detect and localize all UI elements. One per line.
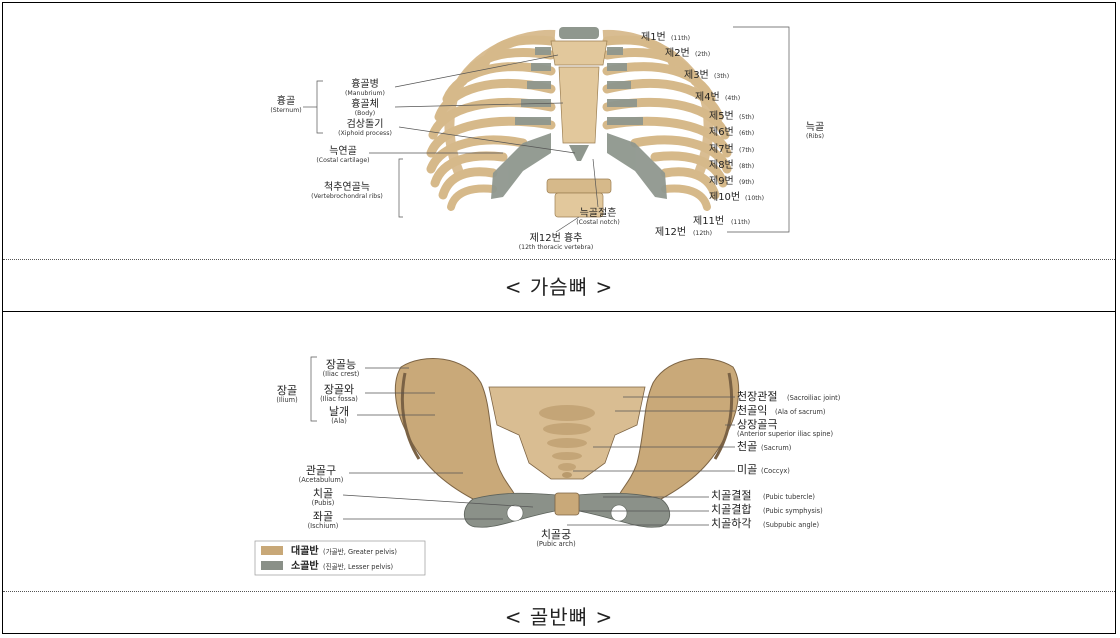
vertebrochondral-bracket (399, 159, 403, 217)
ala-sacrum-label-en: (Ala of sacrum) (775, 408, 826, 416)
manubrium-label: 흉골병 (351, 77, 379, 90)
rib-8-label: 제8번 (709, 159, 734, 171)
legend-swatch-greater (261, 546, 283, 555)
rib-4-en: (4th) (725, 95, 740, 102)
xiphoid-label: 검상돌기 (347, 118, 384, 130)
sacrum-label: 천골 (737, 439, 757, 453)
sacroiliac-label: 천장관절 (737, 389, 777, 403)
costal-notch-label: 늑골절흔 (580, 206, 617, 219)
ischium-label-en: (Ischium) (308, 522, 339, 530)
figure2-caption: < 골반뼈 > (3, 601, 1115, 630)
rib-4-label: 제4번 (695, 91, 720, 103)
legend-greater-en: (가골반, Greater pelvis) (323, 547, 397, 556)
sternum-label-en: (Sternum) (270, 107, 301, 114)
divider (3, 591, 1115, 592)
ilium-label-en: (Ilium) (276, 396, 297, 404)
pubic-arch-label-en: (Pubic arch) (536, 540, 575, 548)
asis-label-en: (Anterior superior iliac spine) (737, 430, 833, 438)
pubic-tubercle-label: 치골결절 (711, 489, 751, 502)
legend-swatch-lesser (261, 561, 283, 570)
manubrium-label-en: (Manubrium) (345, 90, 385, 97)
figure1-caption: < 가슴뼈 > (3, 271, 1115, 300)
ala-sacrum-label: 천골익 (737, 403, 767, 417)
rib-12-en: (12th) (693, 230, 712, 237)
rib-9-label: 제9번 (709, 175, 734, 187)
pubic-symphysis-label: 치골결합 (711, 503, 751, 516)
row-separator (3, 311, 1115, 312)
iliac-fossa-label-en: (Iliac fossa) (320, 395, 358, 403)
rib-1-en: (11th) (671, 35, 690, 42)
legend: 대골반 (가골반, Greater pelvis) 소골반 (진골반, Less… (255, 541, 425, 575)
ala-label-en: (Ala) (331, 417, 347, 425)
rib-7-label: 제7번 (709, 143, 734, 155)
rib-6-label: 제6번 (709, 126, 734, 138)
costal-cartilage-label: 늑연골 (329, 145, 357, 157)
rib-10-en: (10th) (745, 195, 764, 202)
rib-2-en: (2th) (695, 51, 710, 58)
legend-lesser-en: (진골반, Lesser pelvis) (323, 562, 393, 571)
subpubic-label-en: (Subpubic angle) (763, 521, 819, 529)
pelvis-diagram: 장골 (Ilium) 장골능 (Iliac crest) 장골와 (Iliac … (3, 313, 1115, 591)
rib-11-label: 제11번 (693, 215, 724, 227)
pubic-symphysis-label-en: (Pubic symphysis) (763, 507, 823, 515)
sternum-bracket (303, 81, 323, 133)
body-label-en: (Body) (355, 110, 375, 117)
xiphoid-label-en: (Xiphoid process) (338, 130, 392, 137)
pelvis-figure: 장골 (Ilium) 장골능 (Iliac crest) 장골와 (Iliac … (3, 313, 1115, 591)
acetabulum-label-en: (Acetabulum) (299, 476, 344, 484)
rib-9-en: (9th) (739, 179, 754, 186)
ribcage-diagram: 흉골 (Sternum) 흉골병 (Manubrium) 흉골체 (Body) … (3, 3, 1115, 259)
lesser-pelvis-shape (464, 493, 669, 527)
ribs-group-label-en: (Ribs) (806, 133, 824, 140)
rib-10-label: 제10번 (709, 191, 740, 203)
pubic-tubercle-label-en: (Pubic tubercle) (763, 493, 815, 501)
rib-1-label: 제1번 (641, 31, 666, 43)
ilium-bracket (311, 357, 317, 421)
sacrum-label-en: (Sacrum) (761, 444, 791, 452)
rib-3-label: 제3번 (684, 69, 709, 81)
body-label: 흉골체 (351, 97, 379, 110)
ribcage-figure: 흉골 (Sternum) 흉골병 (Manubrium) 흉골체 (Body) … (3, 3, 1115, 259)
thoracic12-label: 제12번 흉추 (530, 231, 583, 244)
rib-3-en: (3th) (714, 73, 729, 80)
divider (3, 259, 1115, 260)
sacroiliac-label-en: (Sacroiliac joint) (787, 394, 840, 402)
rib-8-en: (8th) (739, 163, 754, 170)
rib-7-en: (7th) (739, 147, 754, 154)
rib-6-en: (6th) (739, 130, 754, 137)
coccyx-label-en: (Coccyx) (761, 467, 790, 475)
rib-2-label: 제2번 (665, 47, 690, 59)
costal-notch-label-en: (Costal notch) (576, 219, 620, 226)
sacrum-shape (489, 387, 645, 479)
thoracic12-label-en: (12th thoracic vertebra) (519, 244, 593, 251)
sternum-label: 흉골 (277, 94, 295, 107)
rib-11-en: (11th) (731, 219, 750, 226)
vertebrochondral-label: 척추연골늑 (324, 181, 370, 193)
rib-5-en: (5th) (739, 114, 754, 121)
vertebrochondral-label-en: (Vertebrochondral ribs) (311, 193, 383, 200)
coccyx-label: 미골 (737, 463, 757, 476)
legend-lesser-label: 소골반 (291, 559, 319, 572)
costal-cartilage-label-en: (Costal cartilage) (316, 157, 369, 164)
iliac-crest-label-en: (Iliac crest) (323, 370, 360, 378)
rib-12-label: 제12번 (655, 226, 686, 238)
pubis-label-en: (Pubis) (312, 499, 335, 507)
legend-greater-label: 대골반 (291, 544, 319, 557)
subpubic-label: 치골하각 (711, 516, 751, 530)
rib-5-label: 제5번 (709, 110, 734, 122)
ribs-group-label: 늑골 (806, 121, 824, 133)
